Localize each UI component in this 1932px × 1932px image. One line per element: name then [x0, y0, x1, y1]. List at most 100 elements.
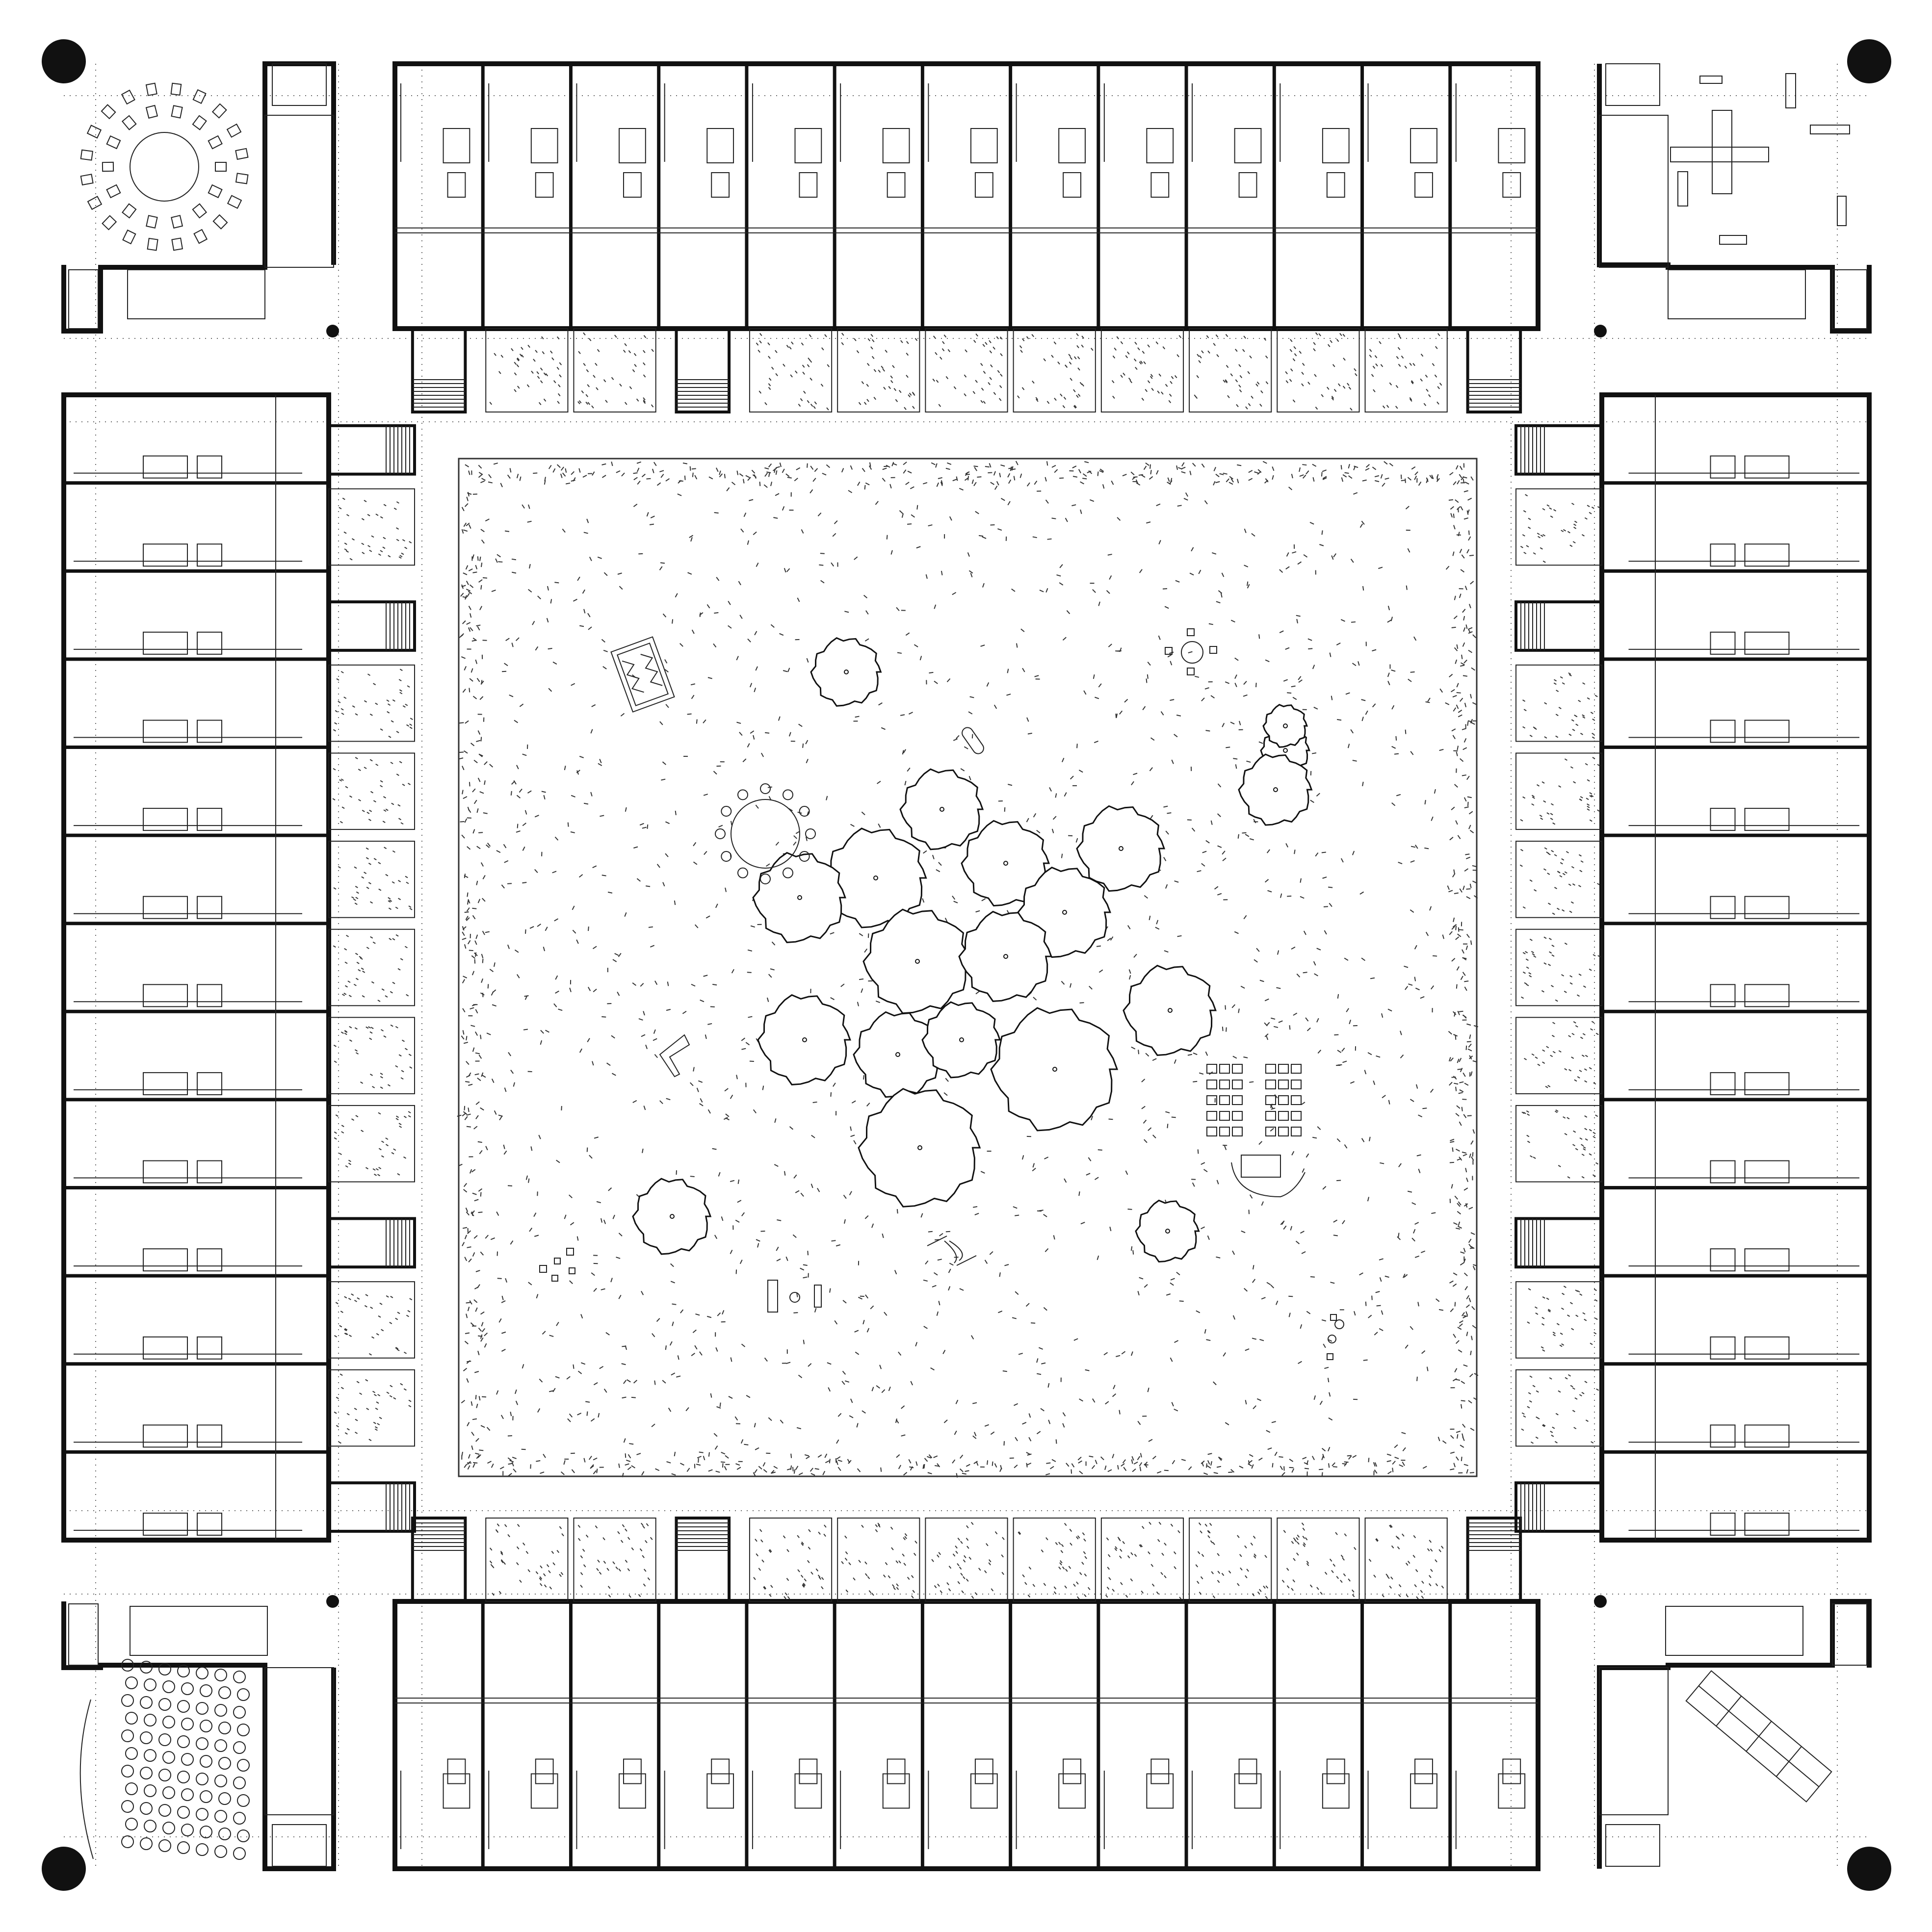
chair-icon [799, 806, 810, 817]
grass-mark [1078, 770, 1083, 773]
grass-mark [972, 1206, 978, 1208]
grass-mark [1421, 1350, 1426, 1354]
grass-mark [905, 482, 910, 485]
grass-mark [741, 1212, 745, 1216]
grass-mark [621, 1363, 626, 1365]
audience-seat-icon [196, 1773, 209, 1785]
grass-mark [890, 380, 893, 384]
grass-mark [585, 401, 588, 405]
grass-mark [1055, 1542, 1058, 1546]
picnic-seat-icon [1278, 1127, 1289, 1136]
grass-mark [476, 1403, 478, 1409]
grass-mark [864, 1573, 868, 1576]
grass-mark [1216, 1180, 1219, 1185]
grass-mark [1452, 695, 1457, 698]
grass-mark [1303, 930, 1306, 935]
grass-mark [1210, 1461, 1212, 1466]
grass-mark [963, 1559, 966, 1563]
grass-mark [642, 826, 647, 829]
grass-mark [1455, 936, 1460, 940]
grass-mark [1134, 1553, 1137, 1557]
grass-mark [1340, 1579, 1343, 1583]
bathroom-icon [706, 128, 734, 163]
grass-mark [1207, 350, 1210, 354]
grass-mark [1587, 505, 1590, 507]
grass-mark [1460, 758, 1464, 762]
grass-mark [670, 1263, 674, 1267]
grass-mark [1454, 595, 1456, 600]
grass-mark [362, 995, 365, 998]
grass-mark [1462, 1315, 1467, 1318]
grass-mark [1176, 354, 1179, 358]
grass-mark [1133, 953, 1137, 958]
tree-trunk-icon [873, 876, 878, 880]
grass-mark [1467, 1115, 1472, 1117]
grass-mark [1579, 799, 1582, 801]
grass-mark [535, 350, 538, 353]
grass-mark [821, 1577, 824, 1580]
stair-icon [1326, 172, 1345, 198]
grass-mark [582, 589, 586, 594]
grass-mark [381, 1155, 384, 1158]
grass-mark [1400, 1030, 1402, 1035]
grass-mark [1286, 552, 1289, 557]
bathroom-icon [143, 631, 188, 655]
grass-mark [1321, 1448, 1326, 1452]
grass-mark [866, 1102, 870, 1107]
grass-mark [588, 926, 589, 931]
grass-mark [1225, 379, 1228, 383]
grass-mark [1470, 581, 1474, 585]
grass-mark [1344, 1462, 1347, 1467]
grass-mark [591, 704, 596, 707]
grass-mark [643, 362, 646, 365]
grass-mark [341, 1125, 344, 1127]
grass-mark [814, 1468, 819, 1470]
grass-mark [1457, 1010, 1460, 1015]
grass-mark [736, 656, 739, 661]
grass-mark [1522, 726, 1526, 729]
grass-mark [344, 1030, 347, 1032]
grass-mark [1035, 397, 1039, 400]
grass-mark [1201, 697, 1205, 702]
grass-mark [1257, 471, 1261, 475]
grass-mark [1233, 758, 1238, 760]
grass-mark [988, 382, 991, 386]
grass-mark [859, 933, 863, 936]
grass-mark [1116, 713, 1118, 718]
grass-mark [1265, 1596, 1268, 1599]
grass-mark [356, 891, 359, 894]
grass-mark [1066, 610, 1070, 615]
audience-seat-icon [140, 1802, 153, 1815]
grass-mark [1251, 1464, 1254, 1469]
grass-mark [349, 558, 353, 561]
grass-mark [969, 696, 974, 698]
grass-mark [1459, 465, 1463, 470]
grass-mark [664, 659, 668, 664]
picnic-seat-icon [1206, 1080, 1217, 1089]
garden-plot [328, 1281, 415, 1359]
grass-mark [470, 1007, 474, 1010]
grass-mark [1215, 334, 1219, 337]
grass-mark [462, 689, 466, 693]
garden-plot [1515, 1281, 1602, 1359]
grass-mark [1000, 498, 1005, 501]
grass-mark [1243, 681, 1247, 685]
grass-mark [814, 401, 817, 405]
grass-mark [559, 1573, 562, 1577]
grass-mark [1462, 1154, 1467, 1157]
grass-mark [1300, 878, 1302, 883]
grass-mark [487, 843, 491, 847]
grass-mark [1061, 758, 1065, 763]
grass-mark [552, 871, 557, 874]
grass-mark [1468, 536, 1471, 541]
grass-mark [1585, 1055, 1588, 1057]
grass-mark [1248, 470, 1253, 473]
grass-mark [496, 554, 501, 558]
grass-mark [1532, 796, 1535, 799]
grass-mark [1542, 534, 1546, 537]
grass-mark [1054, 469, 1058, 473]
grass-mark [1460, 1067, 1463, 1072]
grass-mark [1081, 383, 1084, 387]
grass-mark [1597, 764, 1600, 767]
grass-mark [970, 1335, 974, 1340]
